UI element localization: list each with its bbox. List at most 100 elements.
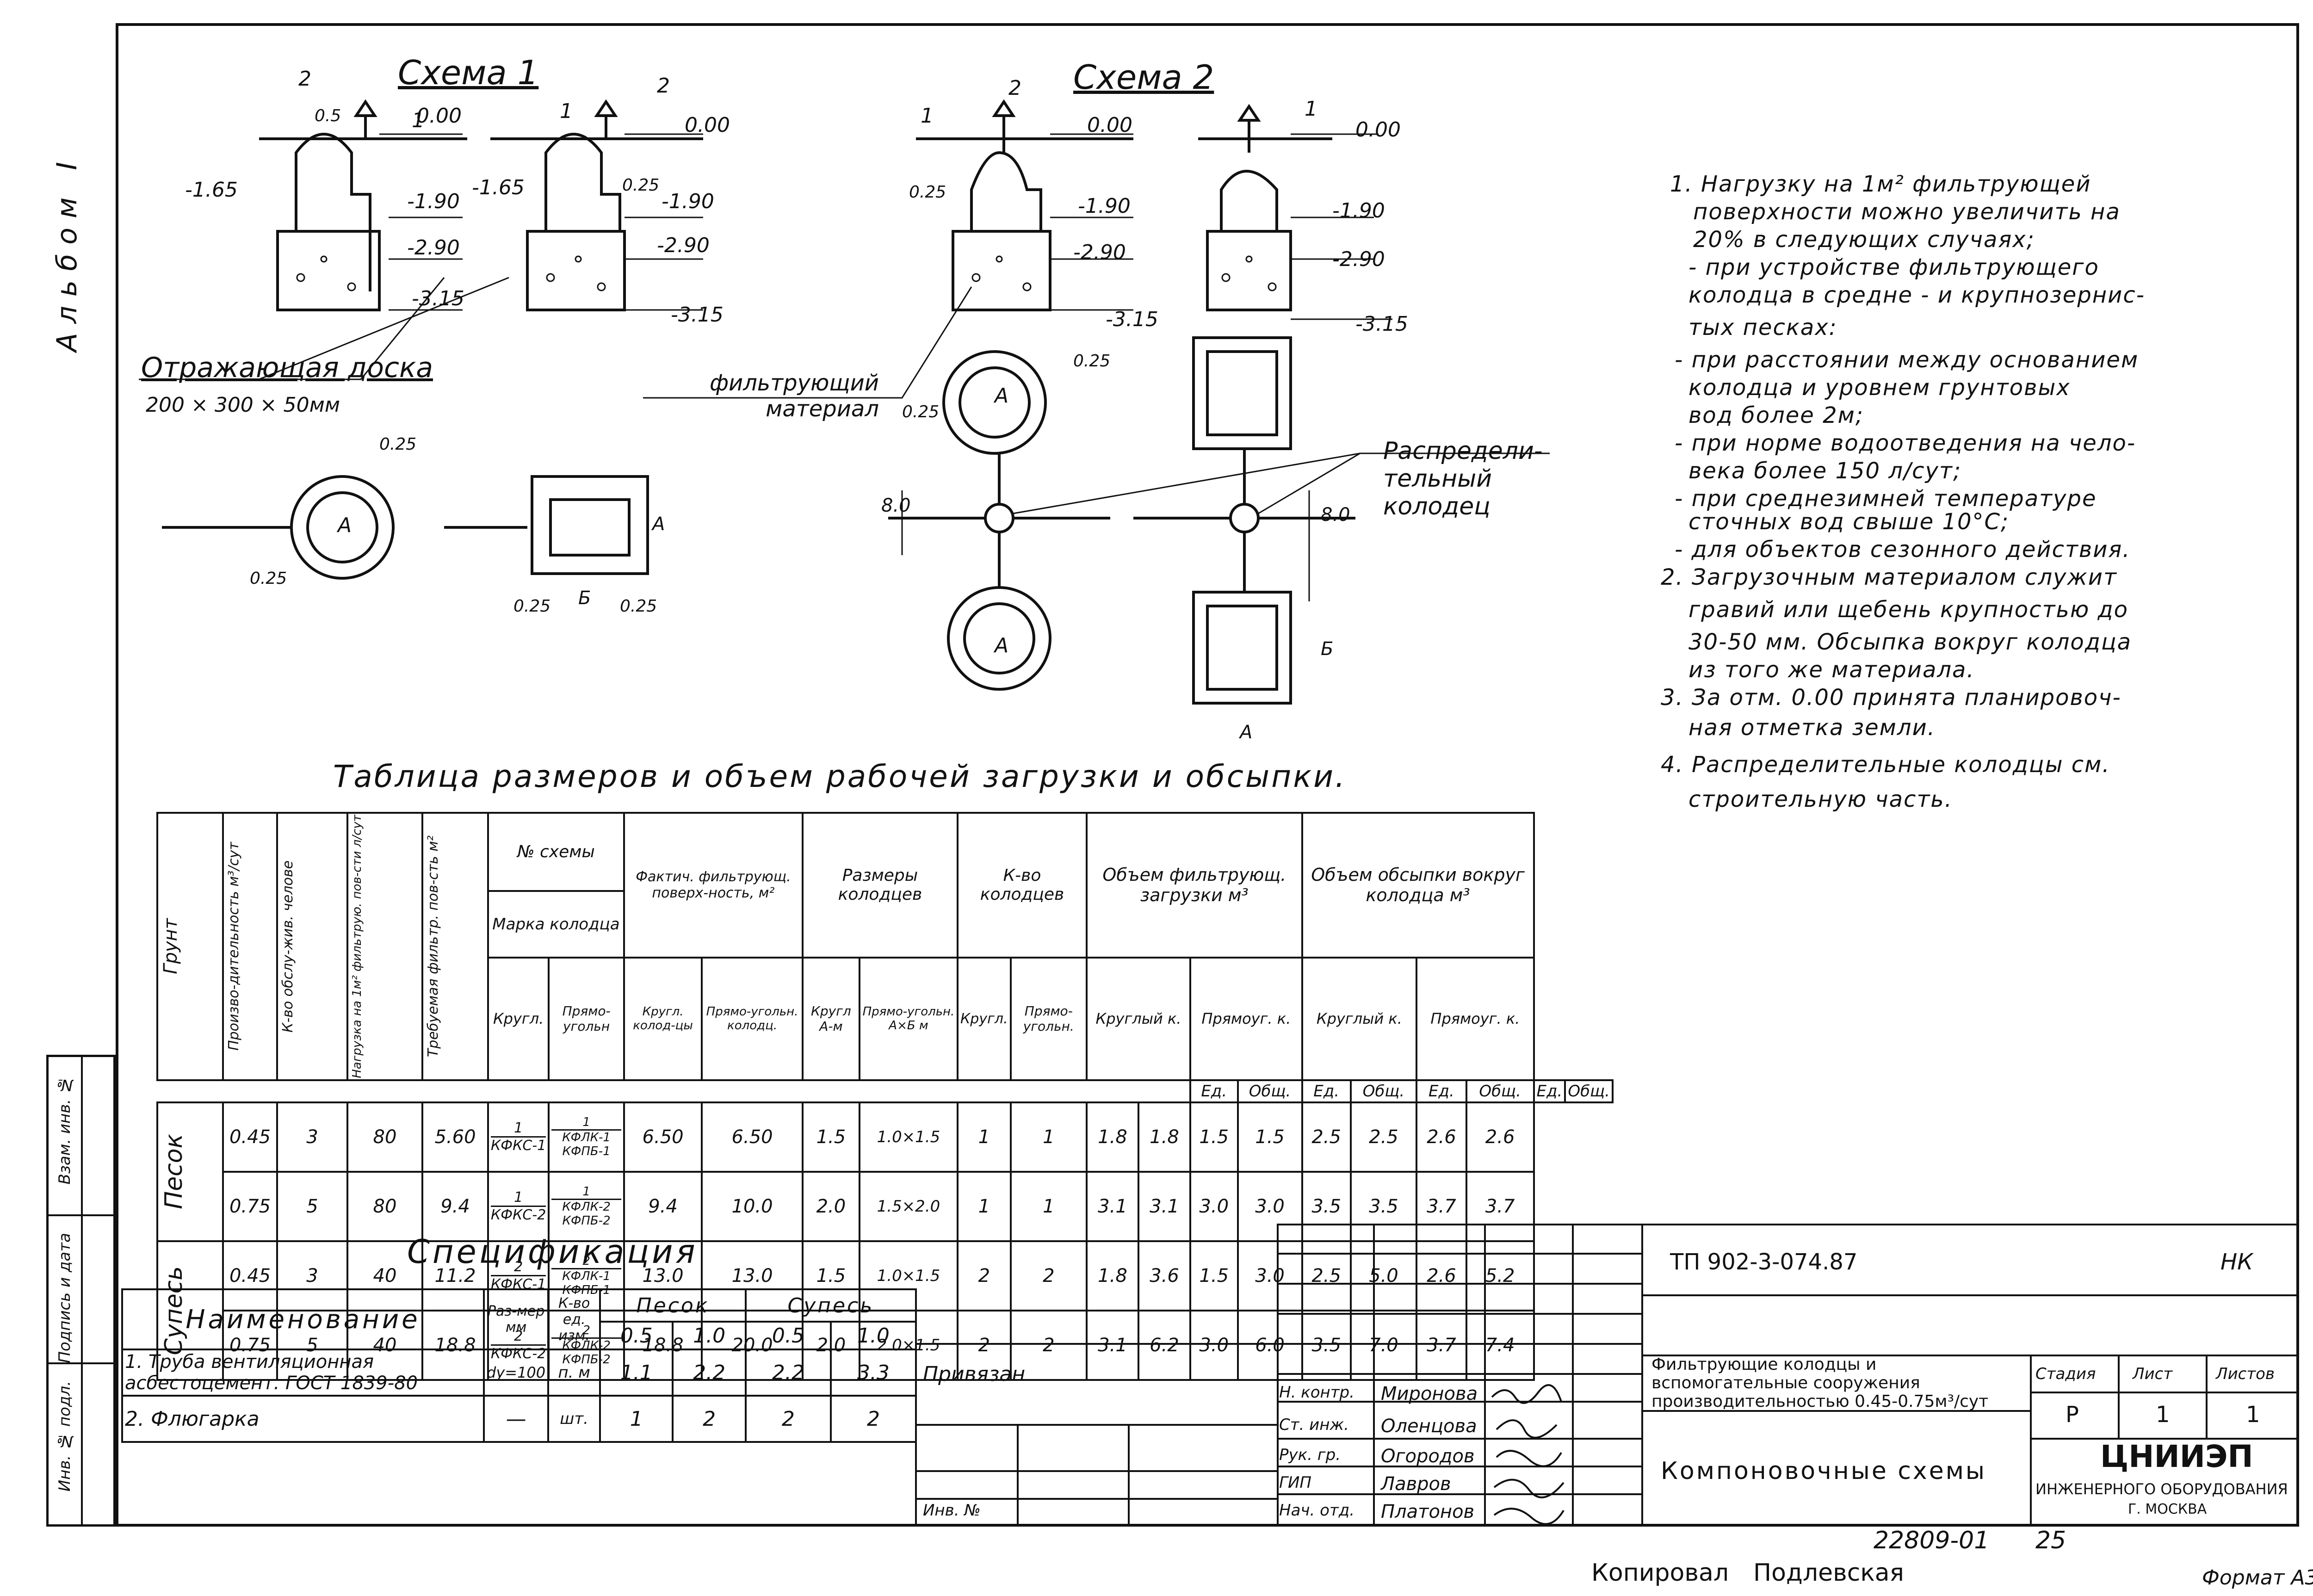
scheme-number: 1 — [491, 1189, 546, 1207]
org-subtitle: инженерного оборудования — [2035, 1480, 2288, 1498]
mark-b-a: Б — [578, 588, 591, 609]
page-number: 25 — [2035, 1527, 2066, 1554]
mark-a-a: А — [338, 513, 352, 537]
spec-col: 0.5 — [599, 1321, 674, 1350]
note-line: 20% в следующих случаях; — [1693, 227, 2035, 253]
sheets-header: Листов — [2216, 1365, 2275, 1383]
hdr-cover-rect: Прямоуг. к. — [1416, 956, 1535, 1081]
role-name: Миронова — [1381, 1383, 1478, 1404]
table-cell-s-r: 2.0 — [801, 1170, 860, 1242]
filter-material-label: фильтрующий материал — [709, 370, 879, 422]
spec-row-value: 1 — [599, 1395, 674, 1443]
brand-code: КФКС-2 — [491, 1207, 546, 1224]
note-line: - при расстоянии между основанием — [1675, 347, 2139, 373]
spec-row-name: 1. Труба вентиляционная асбестоцемент. Г… — [121, 1349, 485, 1397]
copier-name: Подлевская — [1753, 1559, 1904, 1587]
table-cell-people: 5 — [276, 1170, 348, 1242]
table-cell-a-p: 6.50 — [701, 1101, 804, 1173]
board-size: 200 × 300 × 50мм — [146, 393, 340, 417]
note-line: 4. Распределительные колодцы см. — [1661, 752, 2110, 778]
hdr-count-rect: Прямо-угольн. — [1009, 956, 1088, 1081]
mark-025-g: 0.25 — [1073, 352, 1111, 371]
table-cell-area: 5.60 — [421, 1101, 489, 1173]
mark-1-d: 1 — [921, 104, 934, 128]
table-cell-c-p: 2 — [1009, 1309, 1088, 1381]
hdr-size-rect: Прямо-угольн. А×Б м — [858, 956, 959, 1081]
sheet-header: Лист — [2133, 1365, 2173, 1383]
mark-190-a: -1.90 — [407, 190, 460, 213]
mark-000-d: 0.00 — [1355, 118, 1401, 142]
table-cell-o2: 3.5 — [1349, 1170, 1418, 1242]
role-label: ГИП — [1279, 1473, 1311, 1492]
spec-row-size: dу=100 — [482, 1349, 550, 1397]
hdr-total: Общ. — [1237, 1079, 1303, 1103]
spec-row-value: 2 — [672, 1395, 747, 1443]
table-cell-f3: 1.5 — [1189, 1240, 1239, 1311]
mark-025-e: 0.25 — [513, 597, 551, 616]
table-cell-s-p: 1.5×2.0 — [858, 1170, 959, 1242]
note-line: колодца и уровнем грунтовых — [1688, 375, 2071, 401]
note-line: 3. За отм. 0.00 принята планировоч- — [1661, 685, 2121, 711]
hdr-unit: Ед. — [1416, 1079, 1467, 1103]
spec-hdr-name: Наименование — [121, 1288, 485, 1350]
spec-col: 1.0 — [672, 1321, 747, 1350]
mark-315-a: -3.15 — [412, 287, 464, 310]
spec-table: Наименование Раз-мер мм К-во ед. изм. Пе… — [121, 1288, 917, 1443]
mark-165-a: -1.65 — [185, 178, 238, 202]
table-cell-c-r: 2 — [957, 1309, 1012, 1381]
mark-290-c: -2.90 — [1073, 241, 1126, 264]
spec-row-value: 2.2 — [744, 1349, 832, 1397]
mark-190-b: -1.90 — [662, 190, 714, 213]
org-name: ЦНИИЭП — [2100, 1439, 2253, 1474]
spec-row-value: 2 — [744, 1395, 832, 1443]
brand-code: КФЛК-2 КФПБ-2 — [562, 1200, 611, 1228]
mark-2-a: 2 — [298, 67, 311, 91]
mark-a-b: А — [652, 513, 665, 535]
hdr-count-round: Кругл. — [957, 956, 1012, 1081]
board-label: Отражающая доска — [141, 352, 433, 384]
table-cell-o1: 3.5 — [1301, 1170, 1352, 1242]
table-cell-f2: 3.6 — [1137, 1240, 1191, 1311]
table-cell-f2: 1.8 — [1137, 1101, 1191, 1173]
stage-value: Р — [2066, 1402, 2079, 1428]
mark-000-c: 0.00 — [1087, 113, 1132, 137]
table-cell-o1: 3.5 — [1301, 1309, 1352, 1381]
format-label: Формат А3 — [2202, 1566, 2313, 1590]
hdr-brand: Марка колодца — [487, 890, 625, 959]
hdr-rect: Прямо-угольн — [548, 956, 625, 1081]
mark-315-c: -3.15 — [1106, 308, 1158, 331]
table-cell-f4: 1.5 — [1237, 1101, 1303, 1173]
table-cell-c-p: 1 — [1009, 1101, 1088, 1173]
spec-row-value: 2 — [829, 1395, 917, 1443]
spec-hdr-sand: Песок — [599, 1288, 747, 1323]
role-label: Нач. отд. — [1279, 1501, 1355, 1520]
table-cell-f4: 3.0 — [1237, 1170, 1303, 1242]
note-line: 1. Нагрузку на 1м² фильтрующей — [1670, 171, 2091, 197]
table-cell-o2: 5.0 — [1349, 1240, 1418, 1311]
table-cell-cap: 0.75 — [222, 1170, 278, 1242]
hdr-unit: Ед. — [1533, 1079, 1566, 1103]
drawing-frame — [116, 23, 2299, 1527]
hdr-total: Общ. — [1465, 1079, 1535, 1103]
note-line: 2. Загрузочным материалом служит — [1661, 564, 2117, 590]
mark-2-c: 2 — [1008, 76, 1021, 100]
table-cell-f1: 3.1 — [1086, 1170, 1139, 1242]
note-line: строительную часть. — [1688, 786, 1953, 812]
mark-025-a: 0.25 — [622, 176, 660, 195]
role-name: Лавров — [1381, 1473, 1451, 1495]
table-cell-a-r: 6.50 — [623, 1101, 703, 1173]
note-line: века более 150 л/сут; — [1688, 458, 1962, 484]
role-label: Ст. инж. — [1279, 1416, 1349, 1434]
soil-cell: Песок — [156, 1101, 224, 1242]
copied-label: Копировал — [1591, 1559, 1729, 1587]
hdr-area-rect: Прямо-угольн. колодц. — [701, 956, 804, 1081]
tied-label: Привязан — [923, 1362, 1026, 1386]
table-cell-c-p: 2 — [1009, 1240, 1088, 1311]
mark-025-b: 0.25 — [909, 183, 946, 202]
hdr-actual-area: Фактич. фильтрующ. поверх-ность, м² — [623, 812, 804, 959]
scheme-2-title: Схема 2 — [1073, 58, 1214, 97]
role-label: Рук. гр. — [1279, 1446, 1341, 1464]
table-cell-f3: 3.0 — [1189, 1309, 1239, 1381]
